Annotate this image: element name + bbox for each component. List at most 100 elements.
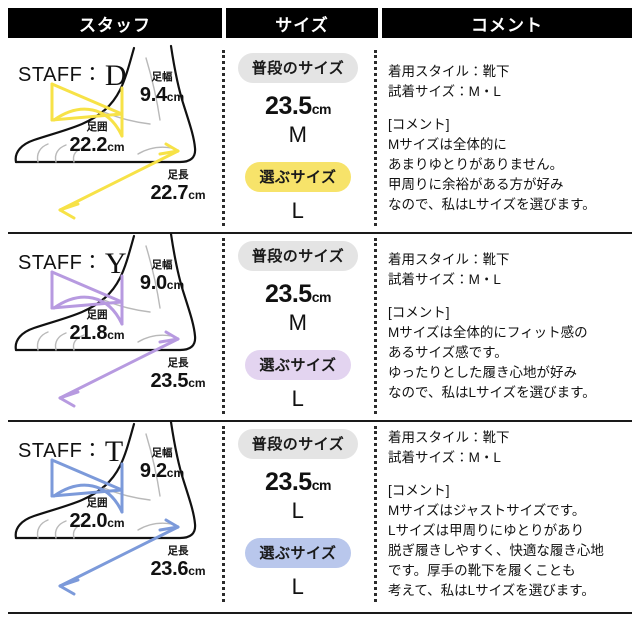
staff-initial: T bbox=[104, 435, 124, 468]
foot-width-unit: cm bbox=[166, 465, 185, 480]
foot-length-value: 23.5 bbox=[150, 369, 189, 392]
measurement-foot-girth: 足囲 21.8cm bbox=[54, 310, 140, 343]
foot-diagram bbox=[8, 420, 222, 608]
choose-size-letter: L bbox=[291, 385, 305, 411]
comment-line: Mサイズは全体的にフィット感の bbox=[388, 324, 588, 340]
usual-size-value: 23.5cm bbox=[265, 92, 331, 121]
comment-line: Mサイズは全体的に bbox=[388, 136, 507, 152]
comment-cell: 着用スタイル：靴下 試着サイズ：M・L [コメント] Mサイズは全体的に あまり… bbox=[374, 44, 624, 232]
column-divider bbox=[222, 50, 225, 226]
comment-line: 甲周りに余裕がある方が好み bbox=[388, 176, 564, 192]
usual-size-unit: cm bbox=[311, 288, 332, 305]
usual-size-letter: L bbox=[291, 497, 305, 523]
usual-size-pill: 普段のサイズ bbox=[237, 428, 359, 459]
usual-size-number: 23.5 bbox=[265, 279, 312, 308]
comment-line: ゆったりとした履き心地が好み bbox=[388, 364, 577, 380]
measurement-foot-width: 足幅 9.4cm bbox=[126, 72, 198, 105]
foot-length-label: 足長 bbox=[167, 545, 189, 557]
usual-size-pill: 普段のサイズ bbox=[237, 240, 359, 271]
comment-line: 考えて、私はLサイズを選びます。 bbox=[388, 582, 595, 598]
staff-initial: Y bbox=[104, 247, 128, 280]
foot-length-unit: cm bbox=[188, 563, 206, 578]
column-divider bbox=[374, 50, 377, 226]
comment-cell: 着用スタイル：靴下 試着サイズ：M・L [コメント] Mサイズはジャストサイズで… bbox=[374, 420, 624, 608]
foot-width-label: 足幅 bbox=[151, 71, 173, 83]
measurement-foot-girth: 足囲 22.0cm bbox=[54, 498, 140, 531]
comment-body: [コメント] Mサイズはジャストサイズです。 Lサイズは甲周りにゆとりがあり 脱… bbox=[388, 481, 624, 601]
usual-size-unit: cm bbox=[311, 476, 332, 493]
staff-initial: D bbox=[104, 59, 128, 92]
usual-size-unit: cm bbox=[311, 100, 332, 117]
measurement-foot-width: 足幅 9.0cm bbox=[126, 260, 198, 293]
foot-length-value: 22.7 bbox=[150, 181, 189, 204]
foot-girth-label: 足囲 bbox=[86, 497, 108, 509]
comment-tried-size: 試着サイズ：M・L bbox=[388, 83, 501, 99]
table-header: スタッフ サイズ コメント bbox=[8, 8, 632, 38]
comment-line: [コメント] bbox=[388, 116, 450, 132]
usual-size-letter: M bbox=[288, 309, 308, 335]
staff-label: STAFF：D bbox=[18, 58, 127, 93]
foot-girth-label: 足囲 bbox=[86, 309, 108, 321]
table-row: STAFF：Y 足幅 9.0cm 足囲 21.8cm 足長 23.5cm 普段の… bbox=[8, 232, 632, 420]
header-cell-staff: スタッフ bbox=[8, 8, 222, 38]
foot-width-unit: cm bbox=[166, 89, 185, 104]
column-divider bbox=[222, 426, 225, 602]
comment-line: あるサイズ感です。 bbox=[388, 344, 508, 360]
foot-girth-value: 21.8 bbox=[69, 321, 108, 344]
choose-size-pill: 選ぶサイズ bbox=[245, 161, 351, 192]
choose-size-pill: 選ぶサイズ bbox=[245, 349, 351, 380]
usual-size-value: 23.5cm bbox=[265, 280, 331, 309]
comment-line: [コメント] bbox=[388, 482, 450, 498]
table-row: STAFF：D 足幅 9.4cm 足囲 22.2cm 足長 22.7cm 普段の… bbox=[8, 44, 632, 232]
column-divider bbox=[222, 238, 225, 414]
size-cell: 普段のサイズ 23.5cm M 選ぶサイズ L bbox=[222, 232, 374, 420]
foot-width-unit: cm bbox=[166, 277, 185, 292]
foot-width-value: 9.0 bbox=[139, 271, 167, 294]
measurement-foot-length: 足長 23.5cm bbox=[138, 358, 218, 391]
comment-line: [コメント] bbox=[388, 304, 450, 320]
table-bottom-border bbox=[8, 612, 632, 614]
comment-line: 脱ぎ履きしやすく、快適な履き心地 bbox=[388, 542, 604, 558]
row-separator bbox=[8, 420, 632, 422]
foot-width-label: 足幅 bbox=[151, 447, 173, 459]
choose-size-letter: L bbox=[291, 197, 305, 223]
table-row: STAFF：T 足幅 9.2cm 足囲 22.0cm 足長 23.6cm 普段の… bbox=[8, 420, 632, 608]
foot-width-value: 9.4 bbox=[139, 83, 167, 106]
usual-size-number: 23.5 bbox=[265, 91, 312, 120]
size-cell: 普段のサイズ 23.5cm L 選ぶサイズ L bbox=[222, 420, 374, 608]
comment-wear-style: 着用スタイル：靴下 bbox=[388, 251, 510, 267]
comment-line: あまりゆとりがありません。 bbox=[388, 156, 564, 172]
staff-prefix: STAFF： bbox=[18, 440, 103, 462]
staff-cell: STAFF：Y 足幅 9.0cm 足囲 21.8cm 足長 23.5cm bbox=[8, 232, 222, 420]
header-cell-size: サイズ bbox=[226, 8, 378, 38]
staff-prefix: STAFF： bbox=[18, 252, 103, 274]
foot-width-value: 9.2 bbox=[139, 459, 167, 482]
column-divider bbox=[374, 426, 377, 602]
comment-body: [コメント] Mサイズは全体的に あまりゆとりがありません。 甲周りに余裕がある… bbox=[388, 115, 624, 215]
comment-wear-style: 着用スタイル：靴下 bbox=[388, 429, 510, 445]
comment-line: なので、私はLサイズを選びます。 bbox=[388, 196, 596, 212]
staff-cell: STAFF：T 足幅 9.2cm 足囲 22.0cm 足長 23.6cm bbox=[8, 420, 222, 608]
measurement-foot-length: 足長 23.6cm bbox=[138, 546, 218, 579]
foot-width-label: 足幅 bbox=[151, 259, 173, 271]
foot-diagram bbox=[8, 232, 222, 420]
row-separator bbox=[8, 232, 632, 234]
comment-body: [コメント] Mサイズは全体的にフィット感の あるサイズ感です。 ゆったりとした… bbox=[388, 303, 624, 403]
comment-tried-size: 試着サイズ：M・L bbox=[388, 449, 501, 465]
staff-prefix: STAFF： bbox=[18, 64, 103, 86]
foot-girth-unit: cm bbox=[107, 327, 125, 342]
comment-line: なので、私はLサイズを選びます。 bbox=[388, 384, 596, 400]
usual-size-value: 23.5cm bbox=[265, 468, 331, 497]
table-body: STAFF：D 足幅 9.4cm 足囲 22.2cm 足長 22.7cm 普段の… bbox=[8, 44, 632, 608]
usual-size-letter: M bbox=[288, 121, 308, 147]
choose-size-pill: 選ぶサイズ bbox=[245, 537, 351, 568]
foot-diagram bbox=[8, 44, 222, 232]
staff-label: STAFF：T bbox=[18, 434, 124, 469]
measurement-foot-width: 足幅 9.2cm bbox=[126, 448, 198, 481]
foot-girth-value: 22.0 bbox=[69, 509, 108, 532]
comment-line: Mサイズはジャストサイズです。 bbox=[388, 502, 586, 518]
measurement-foot-length: 足長 22.7cm bbox=[138, 170, 218, 203]
staff-label: STAFF：Y bbox=[18, 246, 127, 281]
comment-wear-style: 着用スタイル：靴下 bbox=[388, 63, 510, 79]
foot-girth-value: 22.2 bbox=[69, 133, 108, 156]
